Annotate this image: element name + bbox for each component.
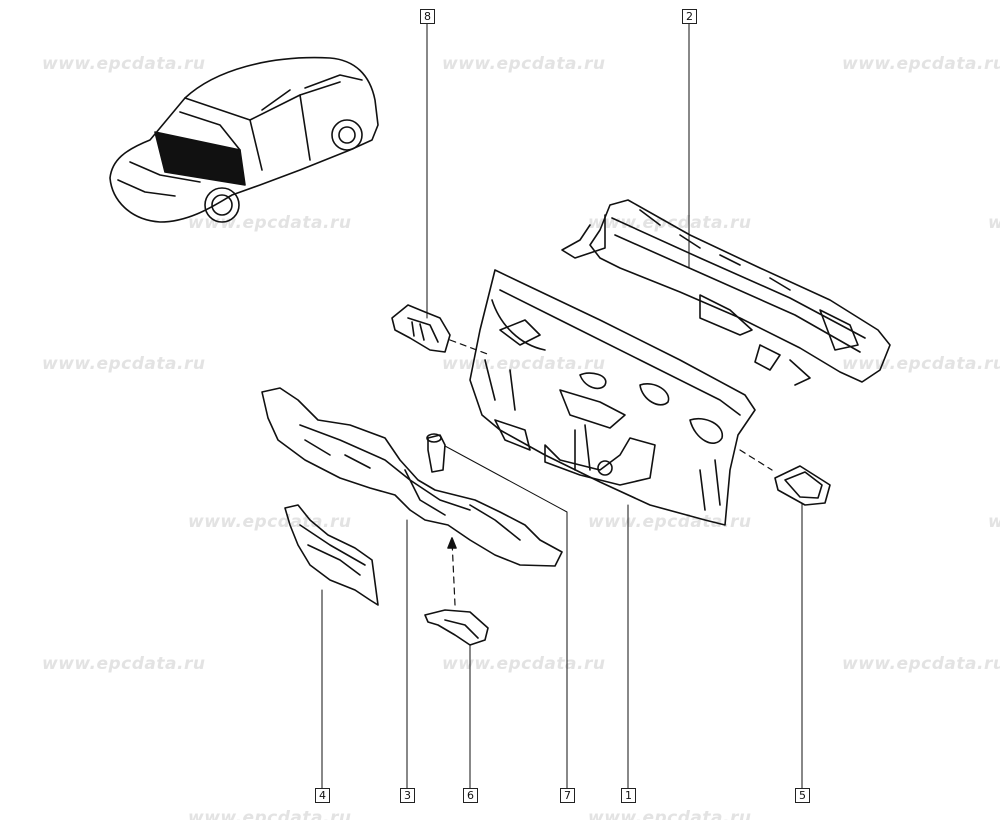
callout-2: 2 — [682, 9, 697, 24]
callout-1: 1 — [621, 788, 636, 803]
part-1-bulkhead-panel — [469, 269, 756, 526]
callout-8: 8 — [420, 9, 435, 24]
watermark: www.epcdata.ru — [442, 354, 606, 374]
watermark: www.epcdata.ru — [42, 54, 206, 74]
watermark: www.epcdata.ru — [42, 654, 206, 674]
part-8-bracket — [391, 304, 451, 353]
part-6-support — [424, 609, 489, 646]
callout-7: 7 — [560, 788, 575, 803]
watermark: www.epcdata.ru — [842, 54, 1000, 74]
part-7-plug — [426, 433, 446, 473]
watermark: www.epcdata.ru — [188, 512, 352, 532]
watermark: www.epcdata.ru — [188, 213, 352, 233]
part-3-lower-panel — [261, 387, 563, 567]
watermark: www.epcdata.ru — [988, 512, 1000, 532]
watermark: www.epcdata.ru — [442, 654, 606, 674]
callout-5: 5 — [795, 788, 810, 803]
watermark: www.epcdata.ru — [988, 213, 1000, 233]
assembly-lines — [449, 339, 773, 606]
callout-6: 6 — [463, 788, 478, 803]
car-locator-illustration — [109, 56, 379, 223]
leader-lines — [321, 22, 803, 789]
part-2-upper-cross-member — [561, 199, 891, 386]
arrow-head — [447, 537, 457, 549]
watermark: www.epcdata.ru — [842, 654, 1000, 674]
watermark: www.epcdata.ru — [588, 512, 752, 532]
callout-3: 3 — [400, 788, 415, 803]
watermark: www.epcdata.ru — [42, 354, 206, 374]
callout-4: 4 — [315, 788, 330, 803]
watermark: www.epcdata.ru — [188, 808, 352, 820]
part-4-reinforcement — [284, 504, 379, 606]
watermark: www.epcdata.ru — [442, 54, 606, 74]
watermark: www.epcdata.ru — [842, 354, 1000, 374]
part-5-cover-plate — [774, 465, 831, 506]
watermark: www.epcdata.ru — [588, 808, 752, 820]
